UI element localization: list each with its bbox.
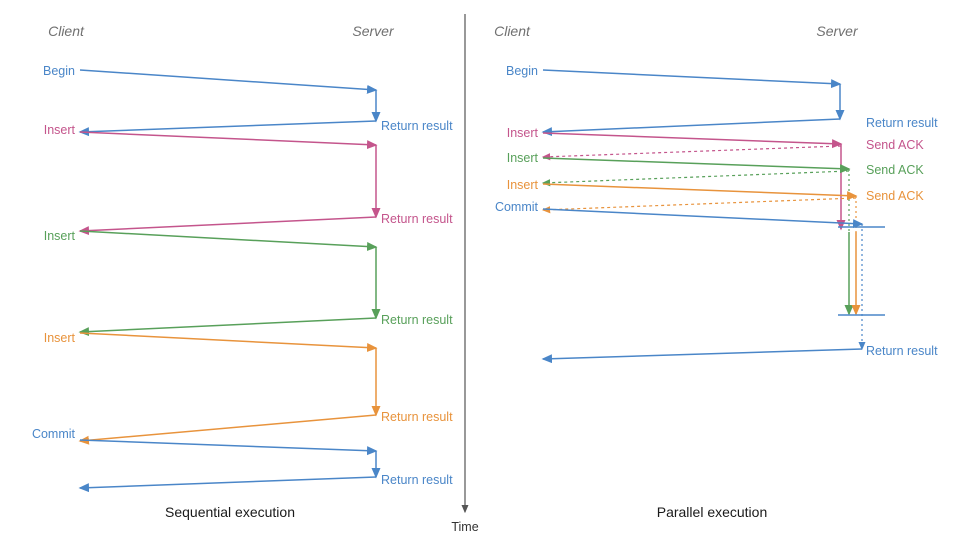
message-arrow (542, 208, 864, 229)
message-arrow (542, 69, 842, 89)
message-label: Return result (866, 344, 938, 358)
message-arrow (78, 414, 377, 445)
message-arrow (78, 120, 377, 137)
message-arrow (78, 317, 377, 337)
message-label: Return result (381, 473, 453, 487)
message-arrow (78, 476, 377, 493)
lane-title-server: Server (816, 23, 859, 39)
message-arrow (79, 230, 378, 252)
message-label: Commit (495, 200, 539, 214)
lane-title-client: Client (494, 23, 531, 39)
message-arrow (542, 132, 843, 149)
message-arrow (79, 332, 378, 353)
message-arrow (541, 348, 863, 364)
message-label: Insert (44, 123, 76, 137)
message-label: Begin (43, 64, 75, 78)
message-arrow (78, 216, 377, 236)
message-label: Insert (507, 151, 539, 165)
lane-title-client: Client (48, 23, 85, 39)
message-label: Return result (381, 410, 453, 424)
message-arrow (79, 131, 378, 150)
message-label: Begin (506, 64, 538, 78)
message-label: Insert (44, 229, 76, 243)
message-label: Return result (381, 313, 453, 327)
message-label: Insert (507, 178, 539, 192)
message-arrow (542, 157, 851, 174)
message-label: Send ACK (866, 138, 924, 152)
time-axis: Time (451, 14, 479, 534)
message-label: Return result (381, 119, 453, 133)
message-label: Insert (507, 126, 539, 140)
message-arrow (79, 439, 378, 456)
message-label: Insert (44, 331, 76, 345)
message-label: Send ACK (866, 163, 924, 177)
message-arrow (542, 183, 858, 201)
time-axis-label: Time (451, 520, 478, 534)
message-arrow (541, 118, 841, 137)
panel-caption: Sequential execution (165, 504, 295, 520)
message-label: Return result (866, 116, 938, 130)
panel-caption: Parallel execution (657, 504, 768, 520)
message-arrow (541, 145, 842, 161)
message-label: Commit (32, 427, 76, 441)
lane-title-server: Server (352, 23, 395, 39)
message-label: Return result (381, 212, 453, 226)
message-arrow (541, 197, 857, 214)
message-label: Send ACK (866, 189, 924, 203)
message-arrow (79, 69, 378, 94)
message-arrow (541, 170, 850, 187)
